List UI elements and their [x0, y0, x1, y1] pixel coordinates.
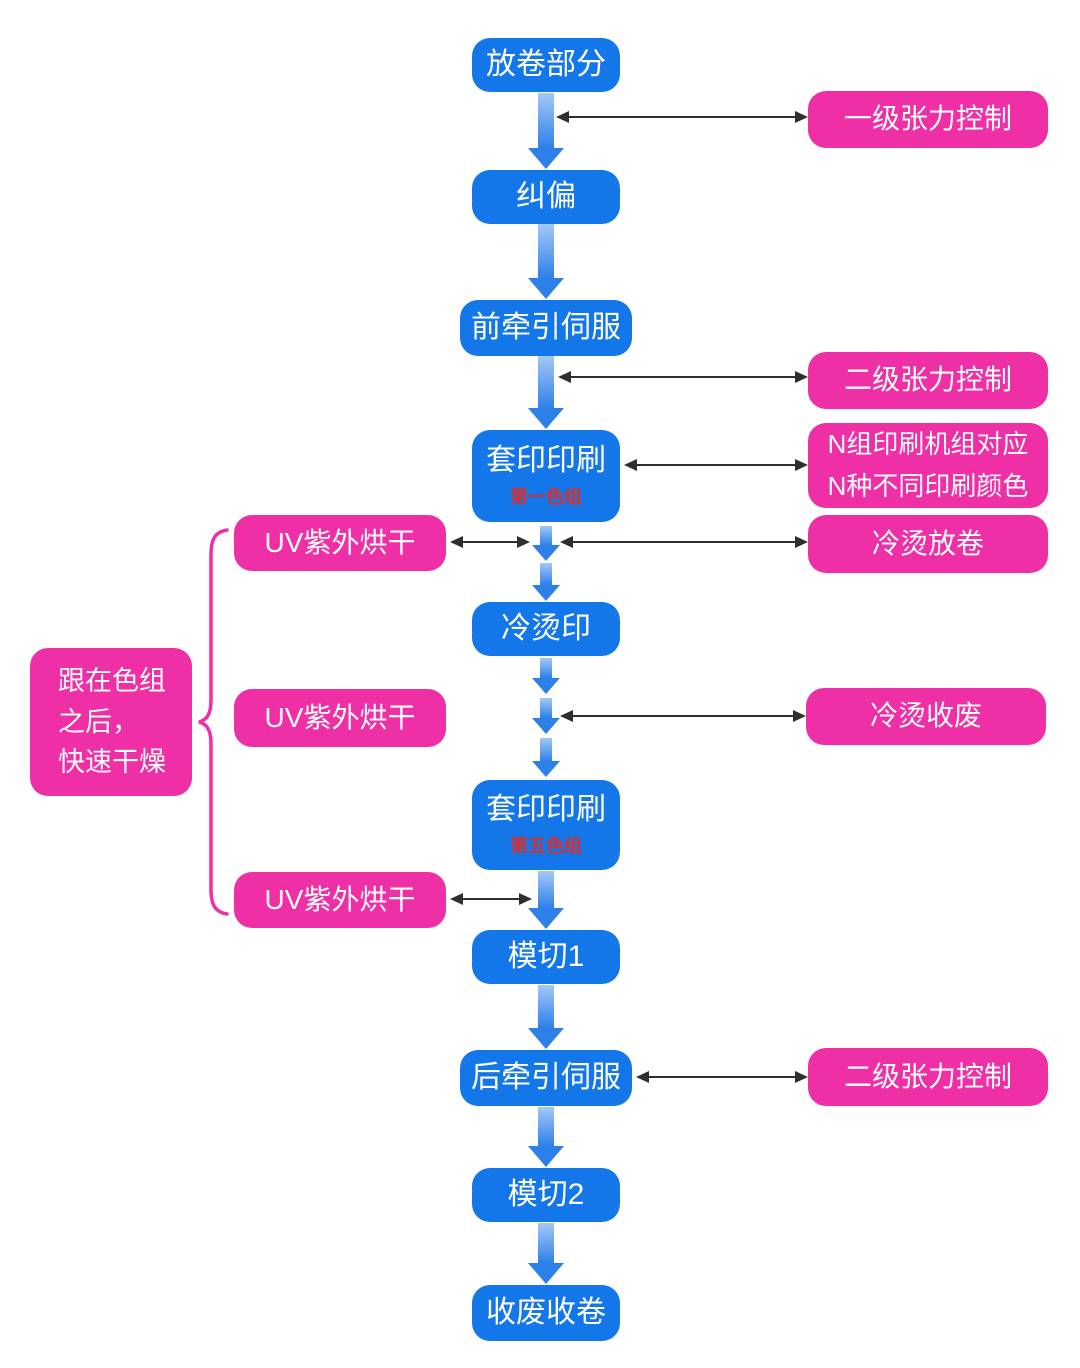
link-arrow-cold-foil-unwind	[560, 536, 808, 548]
left-brace	[198, 528, 229, 916]
note-cold-foil-unwind: 冷烫放卷	[808, 515, 1048, 573]
link-arrow-n-groups	[624, 459, 808, 471]
link-arrow-uv-3	[450, 893, 532, 905]
link-arrow-cold-foil-waste	[560, 710, 806, 722]
node-label: 套印印刷	[486, 444, 606, 478]
flow-node-web-guide-correction: 纠偏	[472, 170, 620, 224]
note-uv-dry-2: UV紫外烘干	[234, 689, 446, 747]
flow-node-waste-rewind: 收废收卷	[472, 1285, 620, 1341]
down-arrow	[528, 1107, 564, 1167]
brace-note: 跟在色组 之后， 快速干燥	[30, 648, 192, 796]
link-arrow-uv-1	[450, 536, 530, 548]
note-cold-foil-waste-rewind: 冷烫收废	[806, 688, 1046, 745]
down-arrow	[532, 526, 560, 561]
down-arrow	[528, 224, 564, 299]
down-arrow	[532, 563, 560, 601]
down-arrow	[532, 738, 560, 777]
flow-node-rear-traction-servo: 后牵引伺服	[460, 1050, 632, 1106]
note-line-2: N种不同印刷颜色	[827, 470, 1029, 501]
brace-note-line-2: 之后，	[58, 706, 139, 737]
flow-node-overprint-first: 套印印刷 第一色组	[472, 430, 620, 522]
flow-node-die-cut-2: 模切2	[472, 1168, 620, 1222]
note-uv-dry-1: UV紫外烘干	[234, 515, 446, 571]
brace-note-line-3: 快速干燥	[58, 747, 166, 778]
node-sublabel-color-group-5: 第五色组	[510, 835, 582, 856]
down-arrow	[532, 658, 560, 694]
down-arrow	[528, 356, 564, 429]
brace-note-line-1: 跟在色组	[58, 666, 166, 697]
node-sublabel-color-group-1: 第一色组	[510, 486, 582, 507]
link-arrow-tension-2	[558, 371, 808, 383]
flow-node-die-cut-1: 模切1	[472, 930, 620, 984]
flow-node-unwind: 放卷部分	[472, 38, 620, 92]
note-n-print-groups: N组印刷机组对应 N种不同印刷颜色	[808, 423, 1048, 508]
down-arrow	[528, 93, 564, 169]
link-arrow-tension-2b	[636, 1071, 808, 1083]
node-label: 套印印刷	[486, 793, 606, 827]
note-tension-level-2: 二级张力控制	[808, 352, 1048, 409]
flow-node-cold-foil-print: 冷烫印	[472, 602, 620, 656]
note-tension-level-2b: 二级张力控制	[808, 1048, 1048, 1106]
down-arrow	[528, 1223, 564, 1284]
flow-node-front-traction-servo: 前牵引伺服	[460, 300, 632, 356]
down-arrow	[528, 985, 564, 1049]
link-arrow-tension-1	[556, 111, 808, 123]
down-arrow	[532, 698, 560, 734]
note-tension-level-1: 一级张力控制	[808, 91, 1048, 148]
note-uv-dry-3: UV紫外烘干	[234, 872, 446, 928]
note-line-1: N组印刷机组对应	[827, 428, 1029, 459]
flow-node-overprint-fifth: 套印印刷 第五色组	[472, 780, 620, 870]
down-arrow	[528, 871, 564, 929]
